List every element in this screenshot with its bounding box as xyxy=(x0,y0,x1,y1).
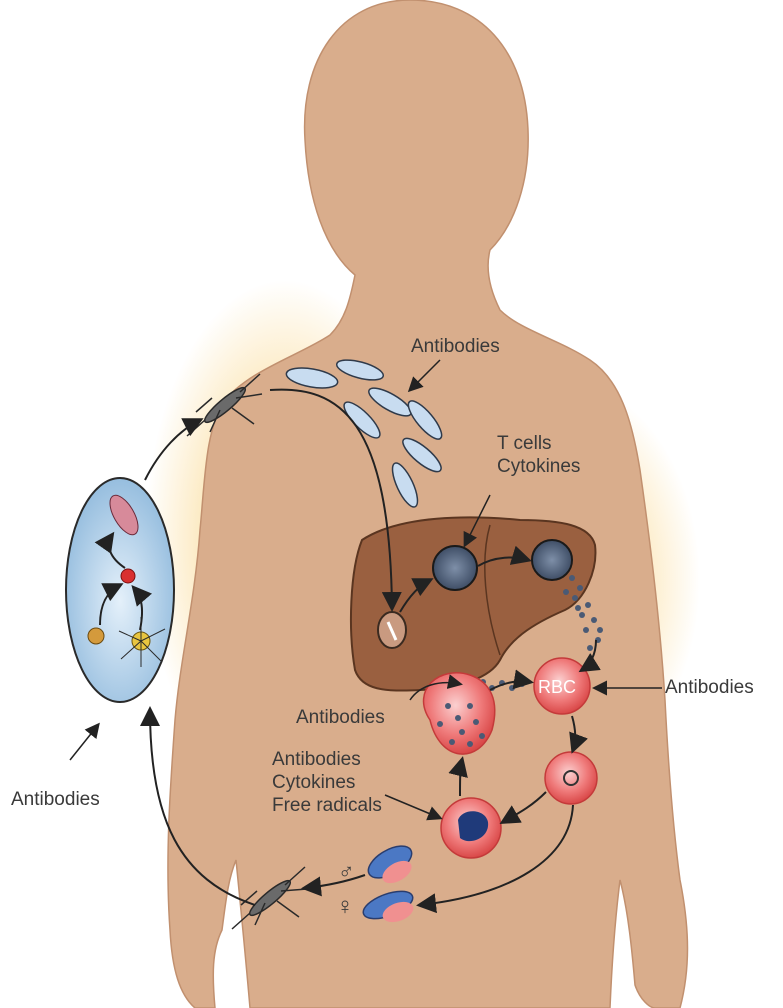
label-antibodies-top: Antibodies xyxy=(411,335,500,358)
label-antibodies-right: Antibodies xyxy=(665,676,754,699)
liver-schizont xyxy=(433,546,477,590)
ring-stage-rbc xyxy=(545,752,597,804)
pointer-antibodies-left xyxy=(70,725,98,760)
human-body-silhouette xyxy=(168,0,688,1008)
label-tcells-cytokines: T cells Cytokines xyxy=(497,432,580,478)
rupturing-schizont xyxy=(532,540,572,580)
label-antibodies-mid: Antibodies xyxy=(296,706,385,729)
label-rbc: RBC xyxy=(538,676,576,699)
gamete xyxy=(88,628,104,644)
label-antibodies-cytokines-free-radicals: Antibodies Cytokines Free radicals xyxy=(272,748,382,817)
label-antibodies-left: Antibodies xyxy=(11,788,100,811)
male-symbol: ♂ xyxy=(338,860,355,883)
female-symbol: ♀ xyxy=(336,895,354,918)
zygote xyxy=(121,569,135,583)
